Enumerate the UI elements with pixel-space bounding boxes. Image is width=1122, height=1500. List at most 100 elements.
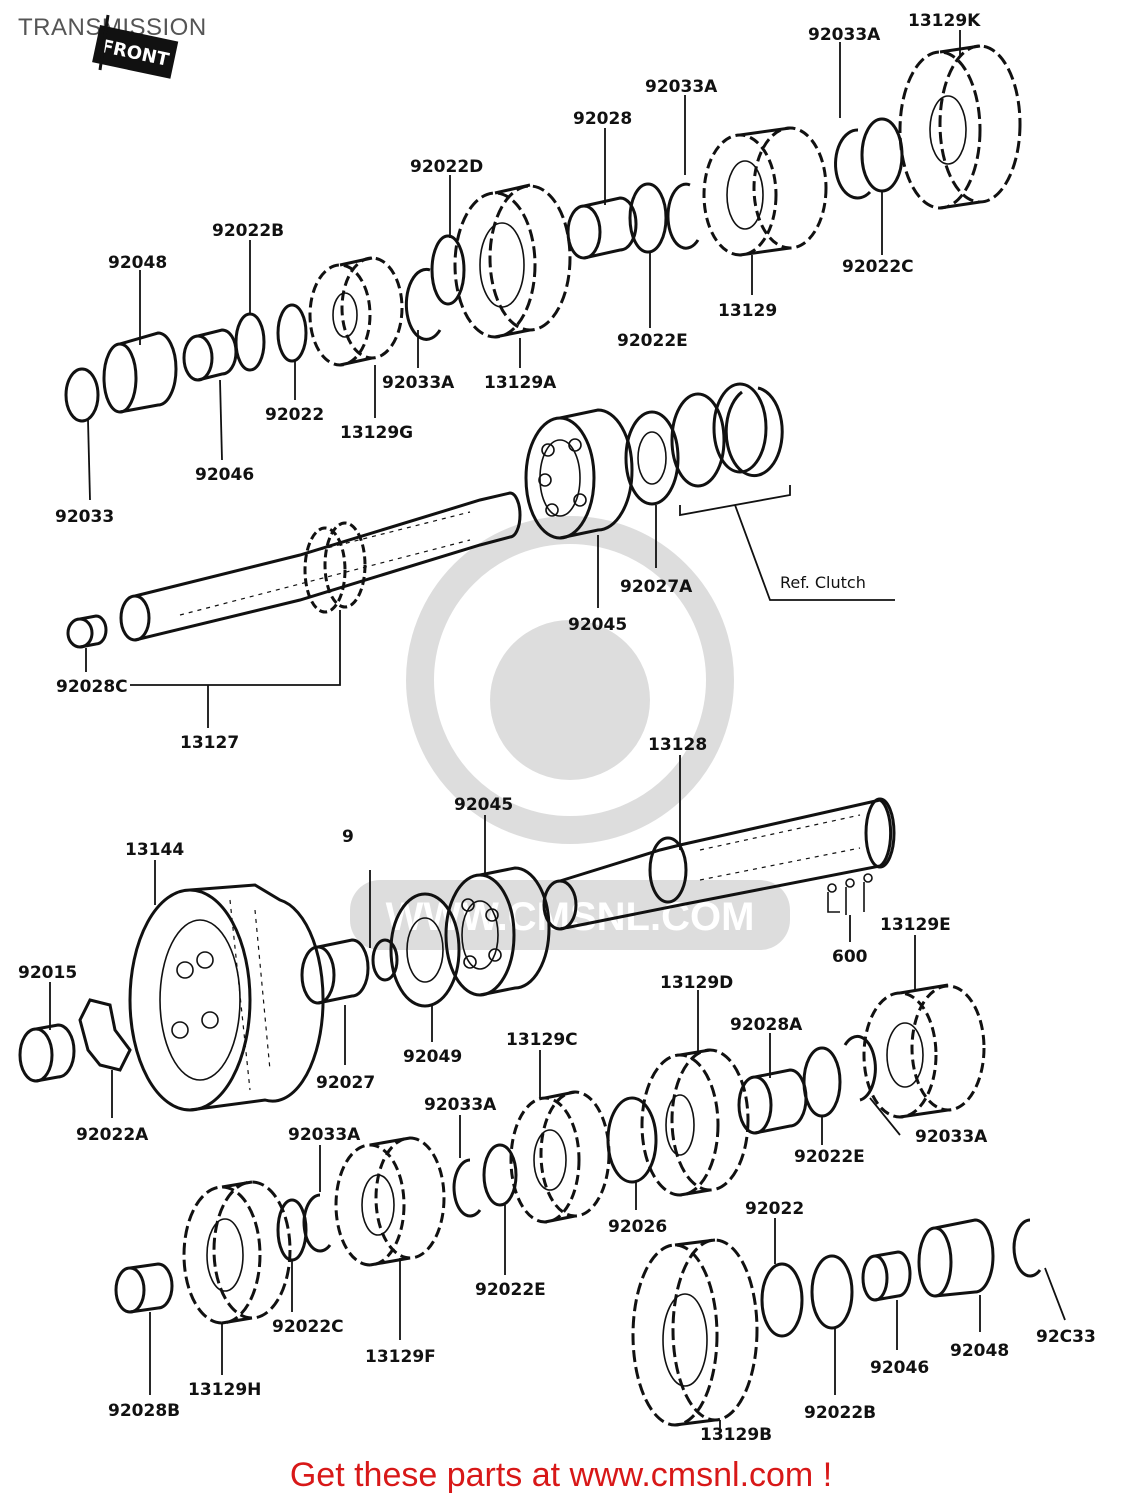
circlip-icon[interactable] [302,1193,332,1253]
circlip-icon[interactable] [724,386,784,478]
label-92028b: 92028B [108,1401,180,1421]
label-92028c: 92028C [56,677,128,697]
label-13129f: 13129F [365,1347,436,1367]
washer-icon[interactable] [760,1262,804,1338]
label-13129a: 13129A [484,373,557,393]
label-13129h: 13129H [188,1380,261,1400]
circlip-icon[interactable] [834,128,872,200]
label-92033a-5: 92033A [424,1095,497,1115]
label-13129d: 13129D [660,973,733,993]
washer-icon[interactable] [810,1254,854,1330]
label-13129b: 13129B [700,1425,772,1445]
label-92046: 92046 [195,465,254,485]
oil-seal-icon[interactable] [624,410,680,506]
label-92045-upper: 92045 [568,615,627,635]
circlip-icon[interactable] [843,1034,877,1102]
front-direction-marker: FRONT [92,25,179,79]
label-92022b: 92022B [212,221,284,241]
label-92026: 92026 [608,1217,667,1237]
label-13127: 13127 [180,733,239,753]
needle-bearing-icon[interactable] [182,328,238,382]
sleeve-icon[interactable] [102,331,178,414]
washer-icon[interactable] [712,382,768,474]
label-92033a-3: 92033A [808,25,881,45]
sleeve-icon[interactable] [917,1218,995,1298]
pin-icon[interactable] [827,873,873,915]
ball-bearing-icon[interactable] [444,866,551,997]
label-92022: 92022 [265,405,324,425]
washer-icon[interactable] [482,1143,518,1207]
label-92033a-2: 92033A [645,77,718,97]
circlip-icon[interactable] [666,182,700,250]
washer-icon[interactable] [234,312,266,372]
label-92022b-lower: 92022B [804,1403,876,1423]
gear-13129d-icon[interactable] [640,1048,750,1197]
label-92033a-1: 92033A [382,373,455,393]
front-arrow-icon [98,14,110,71]
washer-icon[interactable] [628,182,668,254]
gear-13129h-icon[interactable] [182,1180,292,1325]
label-92033a-4: 92033A [915,1127,988,1147]
label-13128: 13128 [648,735,707,755]
collar-icon[interactable] [300,938,370,1005]
bushing-icon[interactable] [66,614,108,649]
label-92028: 92028 [573,109,632,129]
o-ring-icon[interactable] [371,938,399,982]
ref-clutch-note: Ref. Clutch [780,573,866,592]
oil-seal-icon[interactable] [389,892,461,1008]
gear-13129k-icon[interactable] [898,44,1022,210]
label-13129k: 13129K [908,11,981,31]
gear-13129-icon[interactable] [702,126,828,257]
label-92022-lower: 92022 [745,1199,804,1219]
gear-13129e-icon[interactable] [862,983,986,1119]
label-92022d: 92022D [410,157,483,177]
nut-icon[interactable] [18,1023,76,1083]
label-92048-lower: 92048 [950,1341,1009,1361]
label-92022c: 92022C [842,257,914,277]
gear-13129a-icon[interactable] [453,183,572,339]
needle-bearing-icon[interactable] [861,1250,912,1302]
output-shaft-icon[interactable] [542,797,896,931]
leader-lines [49,30,1066,1432]
gear-13129b-icon[interactable] [631,1238,759,1427]
label-92c33: 92C33 [1036,1327,1096,1347]
label-92049: 92049 [403,1047,462,1067]
circlip-icon[interactable] [1012,1218,1042,1278]
label-92022e-2: 92022E [475,1280,546,1300]
label-92022a: 92022A [76,1125,149,1145]
label-92048: 92048 [108,253,167,273]
bushing-icon[interactable] [737,1068,808,1135]
bushing-icon[interactable] [566,196,638,260]
sprocket-icon[interactable] [128,883,325,1112]
label-13129: 13129 [718,301,777,321]
circlip-icon[interactable] [64,367,100,423]
input-shaft-icon[interactable] [119,491,522,642]
gear-13129f-icon[interactable] [334,1136,446,1267]
gear-13129g-icon[interactable] [308,256,404,367]
washer-icon[interactable] [802,1046,842,1118]
circlip-icon[interactable] [404,267,442,341]
label-92045-lower: 92045 [454,795,513,815]
label-92022e: 92022E [617,331,688,351]
label-600: 600 [832,947,868,967]
ball-bearing-icon[interactable] [524,408,634,540]
label-92022e-1: 92022E [794,1147,865,1167]
washer-icon[interactable] [430,234,466,306]
washer-icon[interactable] [860,117,904,193]
label-92022c-lower: 92022C [272,1317,344,1337]
lock-washer-icon[interactable] [78,998,132,1072]
washer-icon[interactable] [276,303,308,363]
bushing-icon[interactable] [114,1262,174,1314]
washer-icon[interactable] [670,392,726,488]
reference-bracket [679,485,791,517]
label-13129c: 13129C [506,1030,578,1050]
gear-13129c-icon[interactable] [509,1090,611,1224]
circlip-icon[interactable] [452,1158,482,1218]
label-92028a: 92028A [730,1015,803,1035]
label-13129g: 13129G [340,423,413,443]
washer-icon[interactable] [606,1096,658,1184]
label-92046-lower: 92046 [870,1358,929,1378]
label-13129e: 13129E [880,915,951,935]
footer-link[interactable]: Get these parts at www.cmsnl.com ! [289,1456,833,1494]
